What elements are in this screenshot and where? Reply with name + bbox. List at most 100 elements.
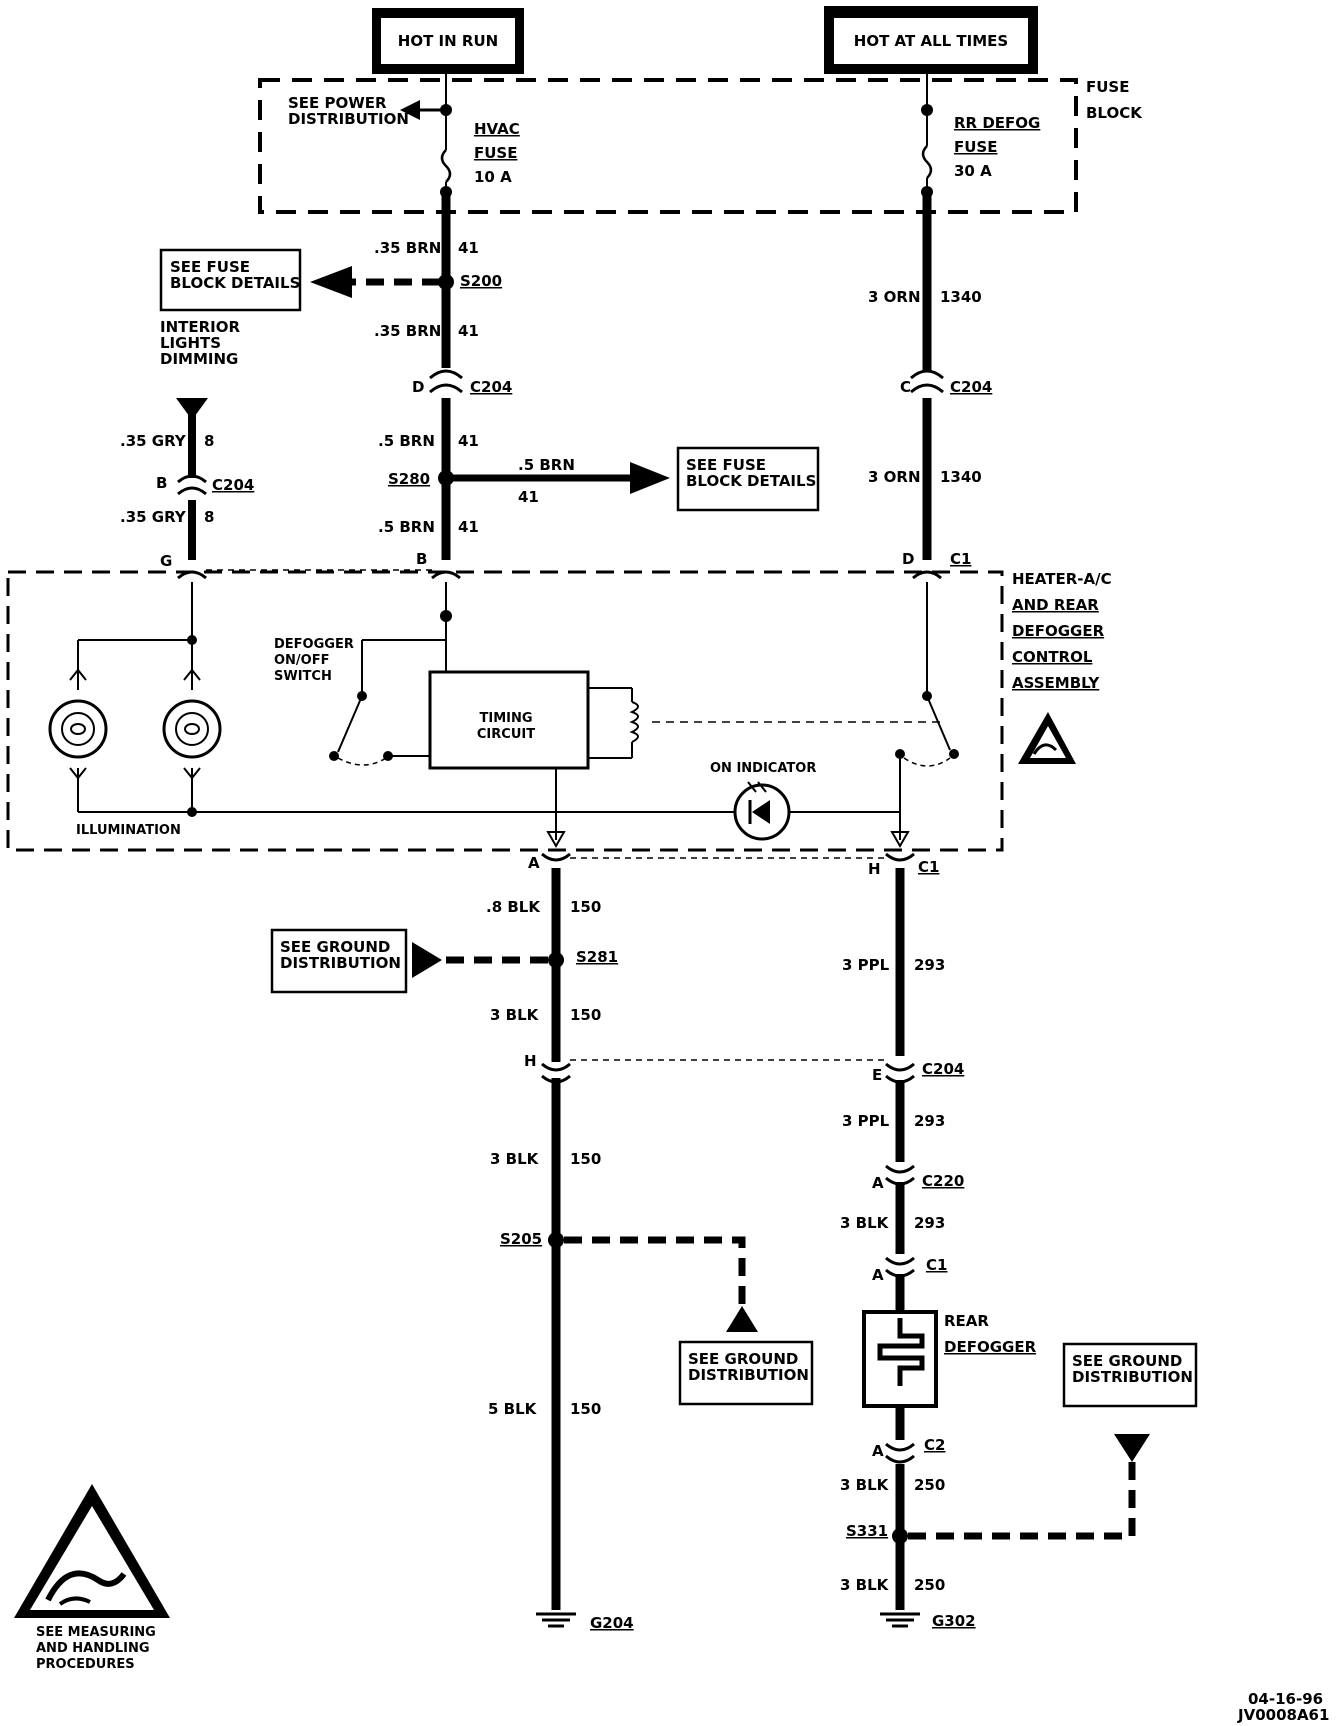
esd-line-3: PROCEDURES bbox=[36, 1657, 135, 1672]
connector-c204-d bbox=[429, 369, 463, 394]
ground-g204-icon bbox=[536, 1612, 576, 1628]
wire-3blk-c: 3 BLK bbox=[840, 1214, 890, 1232]
rear-defogger-label-2: DEFOGGER bbox=[944, 1338, 1037, 1356]
s280-branch-circuit: 41 bbox=[518, 488, 539, 506]
s280-box-line-2: BLOCK DETAILS bbox=[686, 472, 816, 490]
esd-warning-icon-small bbox=[1018, 712, 1076, 764]
rear-defogger-grid-icon bbox=[862, 1310, 938, 1408]
wire-3ppl-a: 3 PPL bbox=[842, 956, 890, 974]
wire-8-a: 8 bbox=[204, 432, 214, 450]
pin-b-c1: B bbox=[416, 550, 427, 568]
splice-s200: S200 bbox=[460, 272, 502, 290]
wire-035gry-b: .35 GRY bbox=[120, 508, 187, 526]
s200-branch bbox=[310, 266, 440, 298]
timing-circuit-box bbox=[428, 670, 590, 770]
control-assembly-outline bbox=[6, 570, 1004, 852]
wire-8blk: .8 BLK bbox=[486, 898, 541, 916]
pin-g-c1: G bbox=[160, 552, 172, 570]
wire-150-b: 150 bbox=[570, 1006, 601, 1024]
connector-c1-a bbox=[885, 1256, 915, 1278]
esd-warning-icon-large bbox=[14, 1484, 170, 1618]
s280-branch bbox=[446, 462, 670, 494]
wire-5brn-b: .5 BRN bbox=[378, 518, 435, 536]
wire-1340-a: 1340 bbox=[940, 288, 982, 306]
illumination-bulb-2-icon bbox=[162, 668, 222, 780]
wire-3ppl-b: 3 PPL bbox=[842, 1112, 890, 1130]
pin-h-c1: H bbox=[868, 860, 881, 878]
wire-8-b: 8 bbox=[204, 508, 214, 526]
ground-g204: G204 bbox=[590, 1614, 634, 1632]
ground-g302: G302 bbox=[932, 1612, 976, 1630]
hot-at-all-times-box: HOT AT ALL TIMES bbox=[824, 6, 1038, 74]
see-power-label-2: DISTRIBUTION bbox=[288, 110, 409, 128]
c1-label-lower: C1 bbox=[926, 1256, 947, 1274]
assembly-line-3: DEFOGGER bbox=[1012, 622, 1105, 640]
rr-defog-fuse-label-2: FUSE bbox=[954, 138, 997, 156]
hvac-fuse-rating: 10 A bbox=[474, 168, 512, 186]
pin-h-c204: H bbox=[524, 1052, 537, 1070]
splice-s281-dot bbox=[548, 952, 564, 968]
wire-5blk: 5 BLK bbox=[488, 1400, 538, 1418]
on-indicator-label: ON INDICATOR bbox=[710, 761, 816, 776]
esd-line-2: AND HANDLING bbox=[36, 1641, 150, 1656]
module-bottom-connectors bbox=[541, 831, 915, 862]
assembly-line-4: CONTROL bbox=[1012, 648, 1093, 666]
switch-label-2: ON/OFF bbox=[274, 653, 330, 668]
wire-41-b: 41 bbox=[458, 322, 479, 340]
on-indicator-led-icon bbox=[733, 781, 791, 841]
wire-150-d: 150 bbox=[570, 1400, 601, 1418]
pin-a-c2: A bbox=[872, 1442, 884, 1460]
splice-s205: S205 bbox=[500, 1230, 542, 1248]
assembly-line-2: AND REAR bbox=[1012, 596, 1099, 614]
rr-defog-fuse-label: RR DEFOG bbox=[954, 114, 1040, 132]
hvac-fuse-label: HVAC bbox=[474, 120, 520, 138]
hot-at-all-times-label: HOT AT ALL TIMES bbox=[854, 32, 1008, 50]
c204-label-d: C204 bbox=[470, 378, 512, 396]
connector-c204-b bbox=[177, 474, 207, 496]
splice-s205-dot bbox=[548, 1232, 564, 1248]
splice-s280: S280 bbox=[388, 470, 430, 488]
wire-250-a: 250 bbox=[914, 1476, 945, 1494]
rr-defog-fuse-rating: 30 A bbox=[954, 162, 992, 180]
c1-label-bottom: C1 bbox=[918, 858, 939, 876]
pin-c-c204: C bbox=[900, 378, 911, 396]
interior-line-2: LIGHTS bbox=[160, 334, 221, 352]
wire-3blk-a: 3 BLK bbox=[490, 1006, 540, 1024]
pin-a-c1-lower: A bbox=[872, 1266, 884, 1284]
wire-5brn-a: .5 BRN bbox=[378, 432, 435, 450]
esd-line-1: SEE MEASURING bbox=[36, 1625, 156, 1640]
footer-code: JV0008A61 bbox=[1237, 1706, 1329, 1724]
c204-label-c: C204 bbox=[950, 378, 992, 396]
timing-label-1: TIMING bbox=[479, 711, 532, 726]
wire-41-c: 41 bbox=[458, 432, 479, 450]
connector-c204-h bbox=[541, 1062, 571, 1084]
hvac-fuse-icon bbox=[440, 149, 452, 183]
wire-3orn-a: 3 ORN bbox=[868, 288, 921, 306]
wire-3blk-e: 3 BLK bbox=[840, 1576, 890, 1594]
module-internal-wiring bbox=[77, 582, 959, 840]
s331-box-line-2: DISTRIBUTION bbox=[1072, 1368, 1193, 1386]
ground-g302-icon bbox=[880, 1612, 920, 1628]
pin-a-c220: A bbox=[872, 1174, 884, 1192]
connector-c204-e bbox=[885, 1062, 915, 1084]
s281-box-line-1: SEE GROUND bbox=[280, 938, 390, 956]
pin-b-c204: B bbox=[156, 474, 167, 492]
module-top-connectors bbox=[177, 569, 942, 580]
splice-s331-dot bbox=[892, 1528, 908, 1544]
interior-line-1: INTERIOR bbox=[160, 318, 240, 336]
wire-035gry-a: .35 GRY bbox=[120, 432, 187, 450]
wire-3blk-d: 3 BLK bbox=[840, 1476, 890, 1494]
switch-label-3: SWITCH bbox=[274, 669, 332, 684]
c204-label-e: C204 bbox=[922, 1060, 964, 1078]
fuse-block-outline bbox=[258, 78, 1078, 214]
s205-box-line-1: SEE GROUND bbox=[688, 1350, 798, 1368]
wire-41-d: 41 bbox=[458, 518, 479, 536]
illumination-label: ILLUMINATION bbox=[76, 823, 181, 838]
circuit-8-wire bbox=[176, 398, 208, 560]
rear-defogger-label-1: REAR bbox=[944, 1312, 989, 1330]
fuse-block-label-2: BLOCK bbox=[1086, 104, 1143, 122]
connector-c220-a bbox=[885, 1164, 915, 1186]
wire-035brn-a: .35 BRN bbox=[374, 239, 441, 257]
footer-date: 04-16-96 bbox=[1248, 1690, 1323, 1708]
